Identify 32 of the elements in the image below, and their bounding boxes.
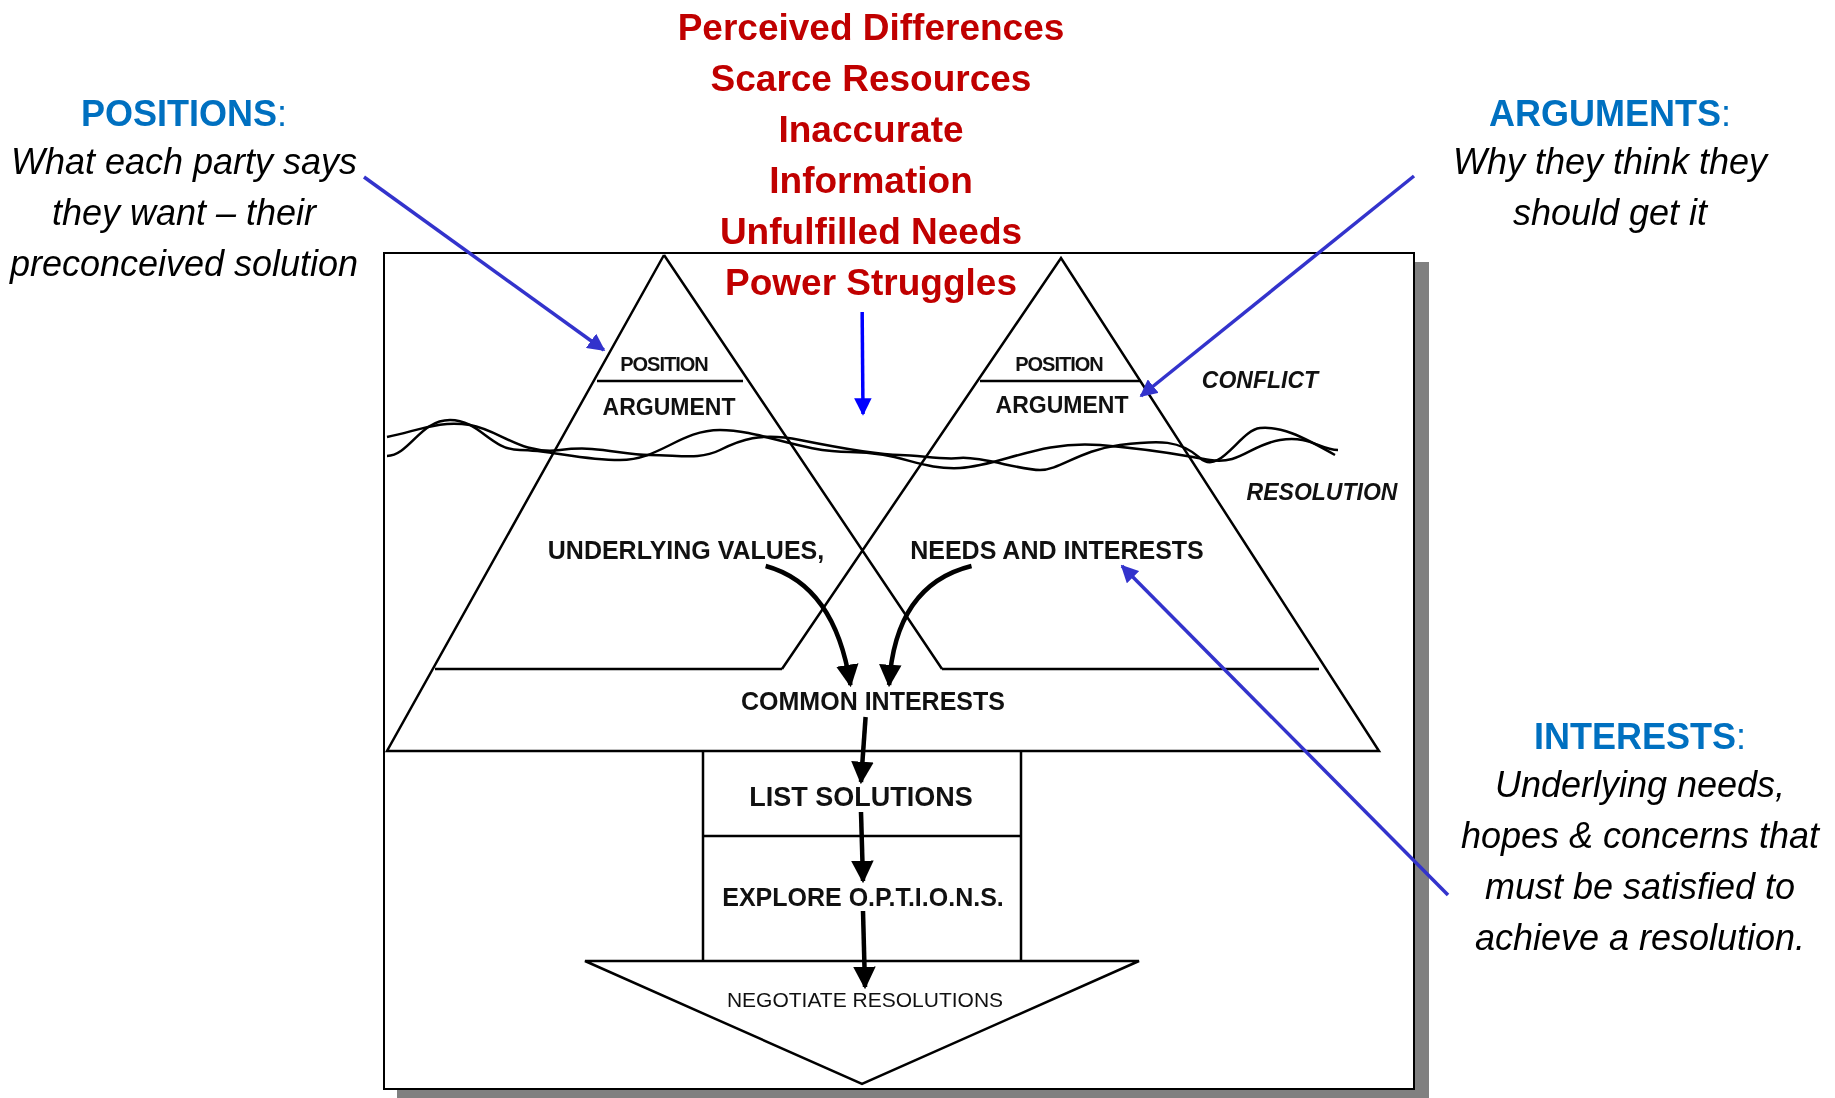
position-label: POSITION: [600, 350, 728, 378]
callout-text: Underlying needs, hopes & concerns that must be satisfied to achieve a resolution.: [1459, 763, 1822, 960]
step-label: LIST SOLUTIONS: [735, 782, 987, 812]
zone-label: RESOLUTION: [1245, 478, 1399, 506]
stage-label: UNDERLYING VALUES,: [520, 534, 852, 566]
zone-label: CONFLICT: [1200, 366, 1321, 394]
arrow: [854, 312, 872, 416]
stage-label: COMMON INTERESTS: [712, 685, 1034, 717]
arrow: [1120, 564, 1450, 897]
argument-label: ARGUMENT: [590, 392, 748, 422]
callout-text: Why they think they should get it: [1451, 140, 1770, 235]
callout-heading: ARGUMENTS:: [1489, 92, 1731, 136]
arrow: [879, 563, 973, 688]
cause-text: Perceived Differences: [677, 6, 1065, 50]
arrow: [853, 910, 876, 990]
argument-label: ARGUMENT: [983, 390, 1141, 420]
arrow: [851, 716, 874, 785]
arrow: [362, 175, 606, 352]
callout-text: What each party says they want – their preconceived solution: [8, 140, 360, 286]
position-label: POSITION: [995, 350, 1123, 378]
cause-text: Inaccurate Information: [768, 108, 974, 203]
callout-heading: INTERESTS:: [1533, 715, 1746, 759]
arrow: [851, 811, 874, 884]
callout-heading: POSITIONS:: [80, 92, 287, 136]
cause-text: Unfulfilled Needs: [719, 210, 1023, 254]
cause-text: Scarce Resources: [710, 57, 1032, 101]
arrow: [1139, 174, 1416, 398]
stage-label: EXPLORE O.P.T.I.O.N.S.: [711, 881, 1015, 911]
stage-label: NEEDS AND INTERESTS: [886, 534, 1228, 566]
arrow: [764, 563, 858, 688]
cause-text: Power Struggles: [725, 261, 1017, 305]
stage-label: NEGOTIATE RESOLUTIONS: [700, 987, 1030, 1013]
